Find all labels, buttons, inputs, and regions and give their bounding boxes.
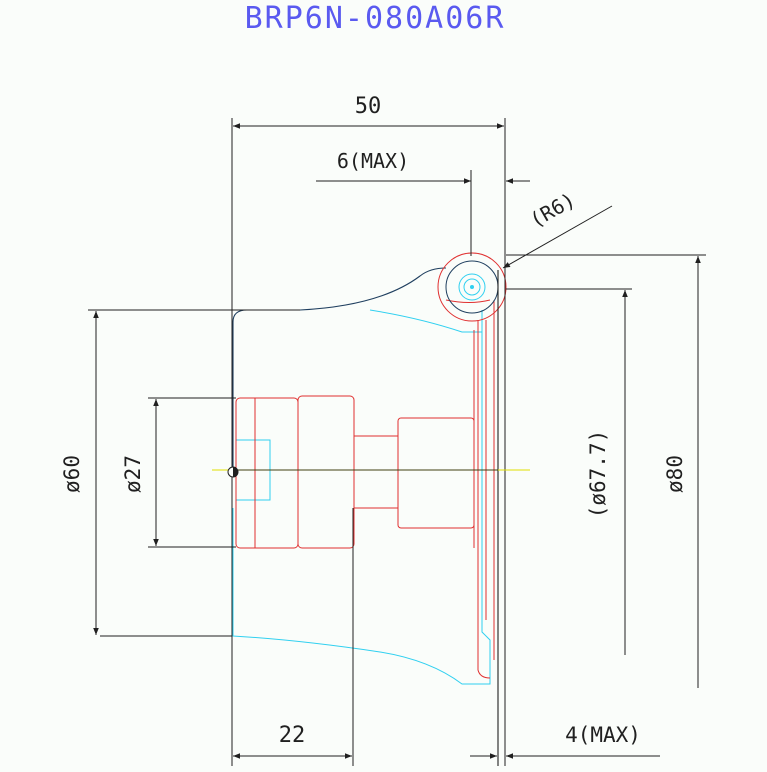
dim-overall-length: 50 [233,94,504,129]
dim-body-diameter: ø60 [60,309,300,637]
label-face-clearance: 4(MAX) [565,723,641,747]
holder-lower-outline [232,309,491,685]
label-insert-protrusion: 6(MAX) [337,149,409,173]
dim-cutting-diameter: ø80 [506,254,706,688]
label-body-diameter: ø60 [60,455,84,493]
label-insert-radius: (R6) [526,188,580,233]
dim-insert-radius: (R6) [502,188,613,269]
drawing-title: BRP6N-080A06R [245,1,506,36]
dim-bore-diameter: ø27 [121,397,236,548]
dim-effective-diameter: (ø67.7) [506,288,632,655]
spindle-red [235,299,495,679]
label-effective-diameter: (ø67.7) [586,430,610,519]
label-overall-length: 50 [355,94,382,119]
dim-face-clearance: 4(MAX) [470,723,660,759]
body-outline [232,267,447,470]
insert-circle [437,252,507,322]
dim-hub-length: 22 [233,508,354,766]
dim-insert-protrusion: 6(MAX) [316,149,530,256]
origin-marker-fill [233,467,238,477]
label-cutting-diameter: ø80 [663,455,687,493]
label-hub-length: 22 [279,723,306,748]
label-bore-diameter: ø27 [121,455,145,493]
